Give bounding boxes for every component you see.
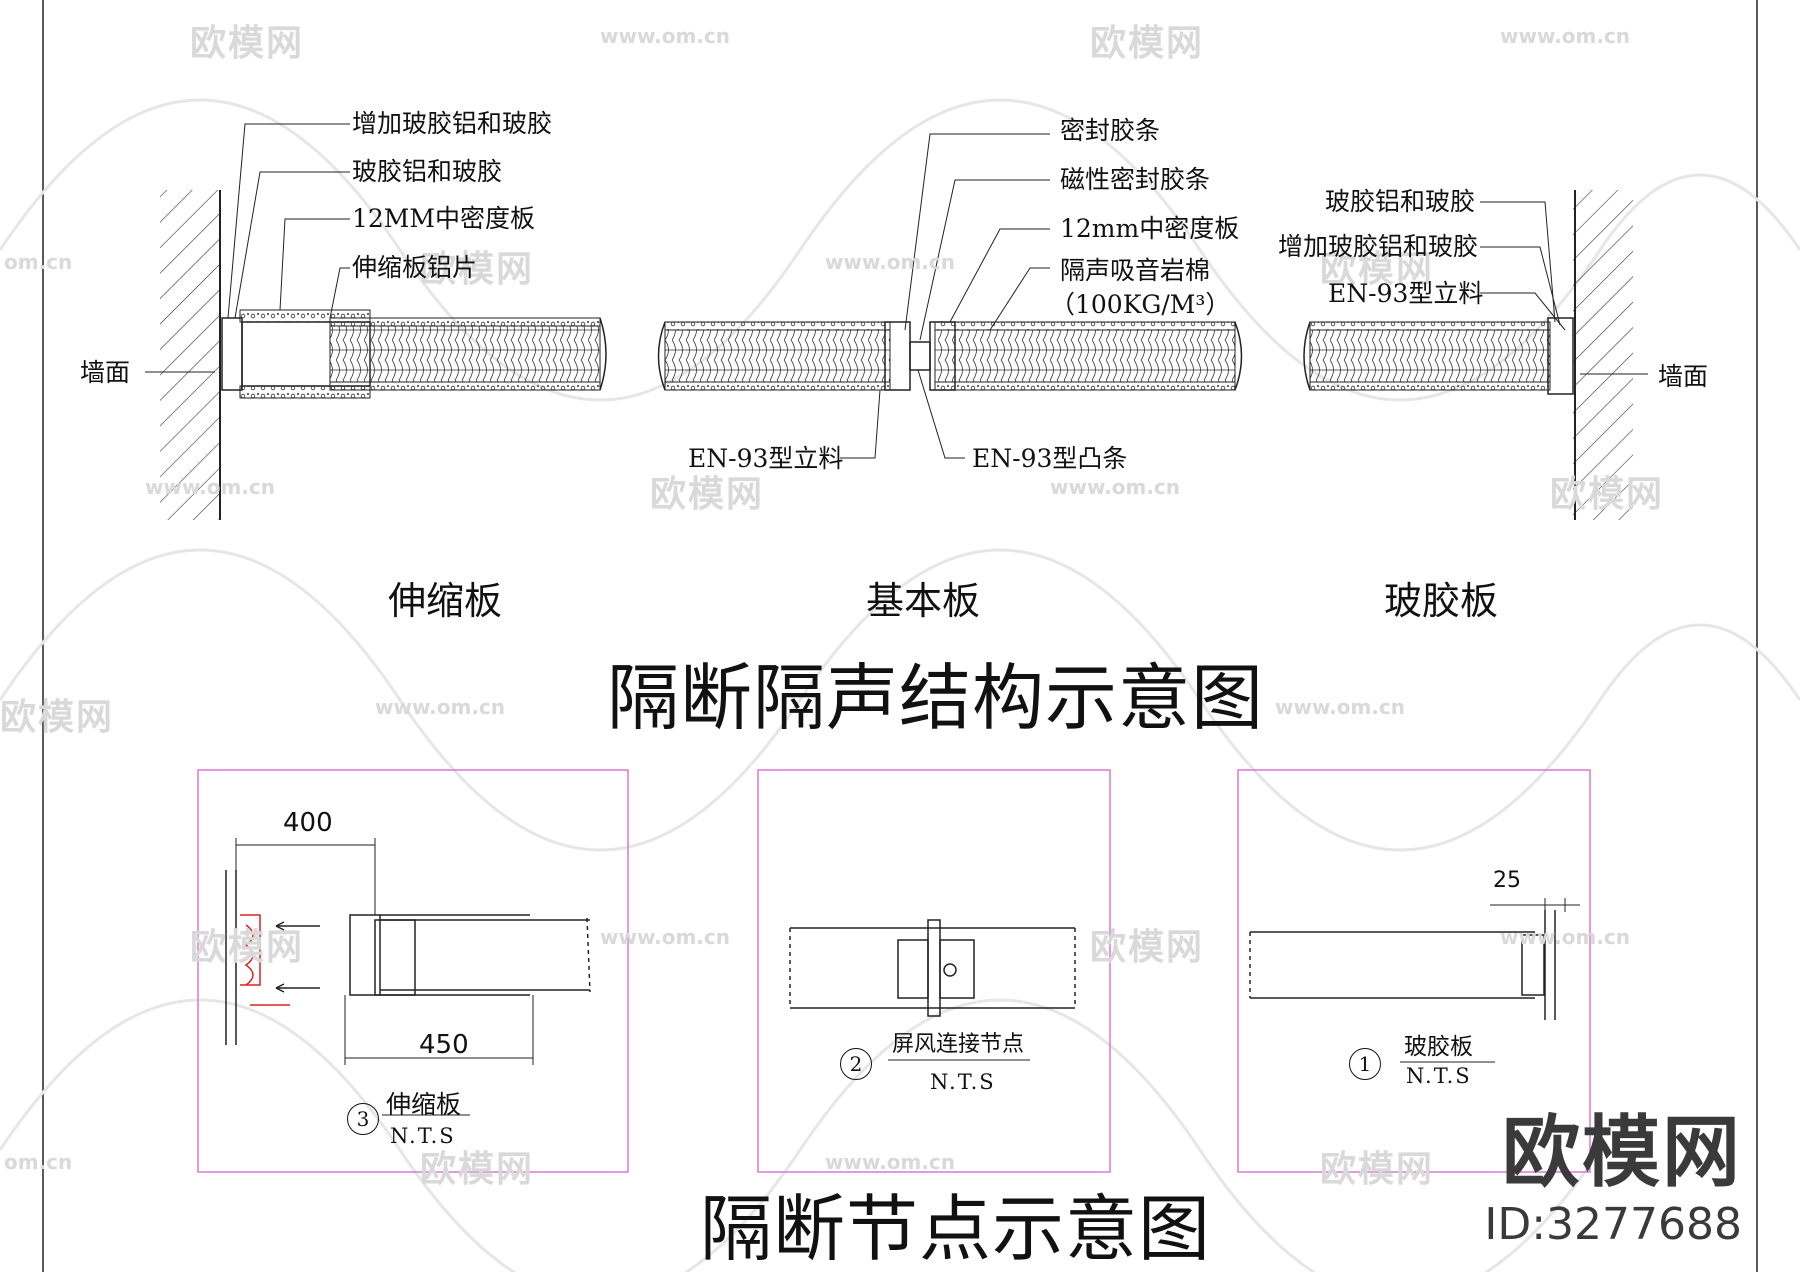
label-magnetic-seal: 磁性密封胶条: [1060, 165, 1211, 194]
detail2-name: 屏风连接节点: [892, 1032, 1025, 1057]
label-wall-right: 墙面: [1658, 362, 1709, 391]
detail1-scale: N.T.S: [1406, 1064, 1472, 1088]
dim-25: 25: [1493, 868, 1521, 893]
dim-450: 450: [419, 1030, 469, 1060]
detail1-frame: [1237, 769, 1591, 1173]
detail1-number: 1: [1349, 1048, 1381, 1080]
label-mdf-12mm: 12mm中密度板: [1060, 214, 1240, 243]
label-mdf-board: 12MM中密度板: [352, 204, 536, 233]
label-glass-glue-right: 玻胶铝和玻胶: [1325, 187, 1476, 216]
label-expansion-aluminum: 伸缩板铝片: [352, 253, 478, 282]
label-extra-glass-glue: 增加玻胶铝和玻胶: [352, 109, 553, 138]
caption-expansion-board: 伸缩板: [388, 579, 503, 623]
label-extra-glass-glue-right: 增加玻胶铝和玻胶: [1278, 232, 1479, 261]
center-panel-section: [657, 133, 1243, 459]
label-wall-left: 墙面: [80, 358, 131, 387]
brand-logo-text: 欧模网: [1501, 1108, 1742, 1198]
caption-glass-board: 玻胶板: [1384, 579, 1499, 623]
detail1-drawing: [1249, 898, 1580, 1063]
left-panel-section: [145, 123, 607, 520]
detail2-number: 2: [840, 1048, 872, 1080]
detail3-frame: [197, 769, 629, 1173]
label-seal-strip: 密封胶条: [1060, 116, 1161, 145]
detail3-drawing: [225, 838, 591, 1116]
detail3-number: 3: [347, 1103, 379, 1135]
detail3-scale: N.T.S: [390, 1124, 456, 1148]
label-en93-stud-right: EN-93型立料: [1328, 279, 1484, 308]
right-panel-section: [1303, 190, 1648, 520]
left-wall-hatch: [160, 190, 220, 520]
detail2-scale: N.T.S: [930, 1070, 996, 1094]
brand-id: ID:3277688: [1484, 1199, 1742, 1250]
label-rock-wool: 隔声吸音岩棉: [1060, 256, 1211, 285]
dim-400: 400: [283, 808, 333, 838]
title-partition-sound-structure: 隔断隔声结构示意图: [607, 656, 1265, 740]
detail2-drawing: [789, 919, 1076, 1061]
detail3-name: 伸缩板: [386, 1090, 462, 1119]
detail2-frame: [757, 769, 1111, 1173]
title-partition-node: 隔断节点示意图: [700, 1187, 1212, 1271]
label-density: （100KG/M³）: [1050, 290, 1231, 319]
label-glass-glue: 玻胶铝和玻胶: [352, 157, 503, 186]
detail1-name: 玻胶板: [1404, 1034, 1473, 1060]
caption-basic-board: 基本板: [866, 579, 981, 623]
label-en93-bead: EN-93型凸条: [972, 444, 1128, 473]
label-en93-stud: EN-93型立料: [688, 444, 844, 473]
